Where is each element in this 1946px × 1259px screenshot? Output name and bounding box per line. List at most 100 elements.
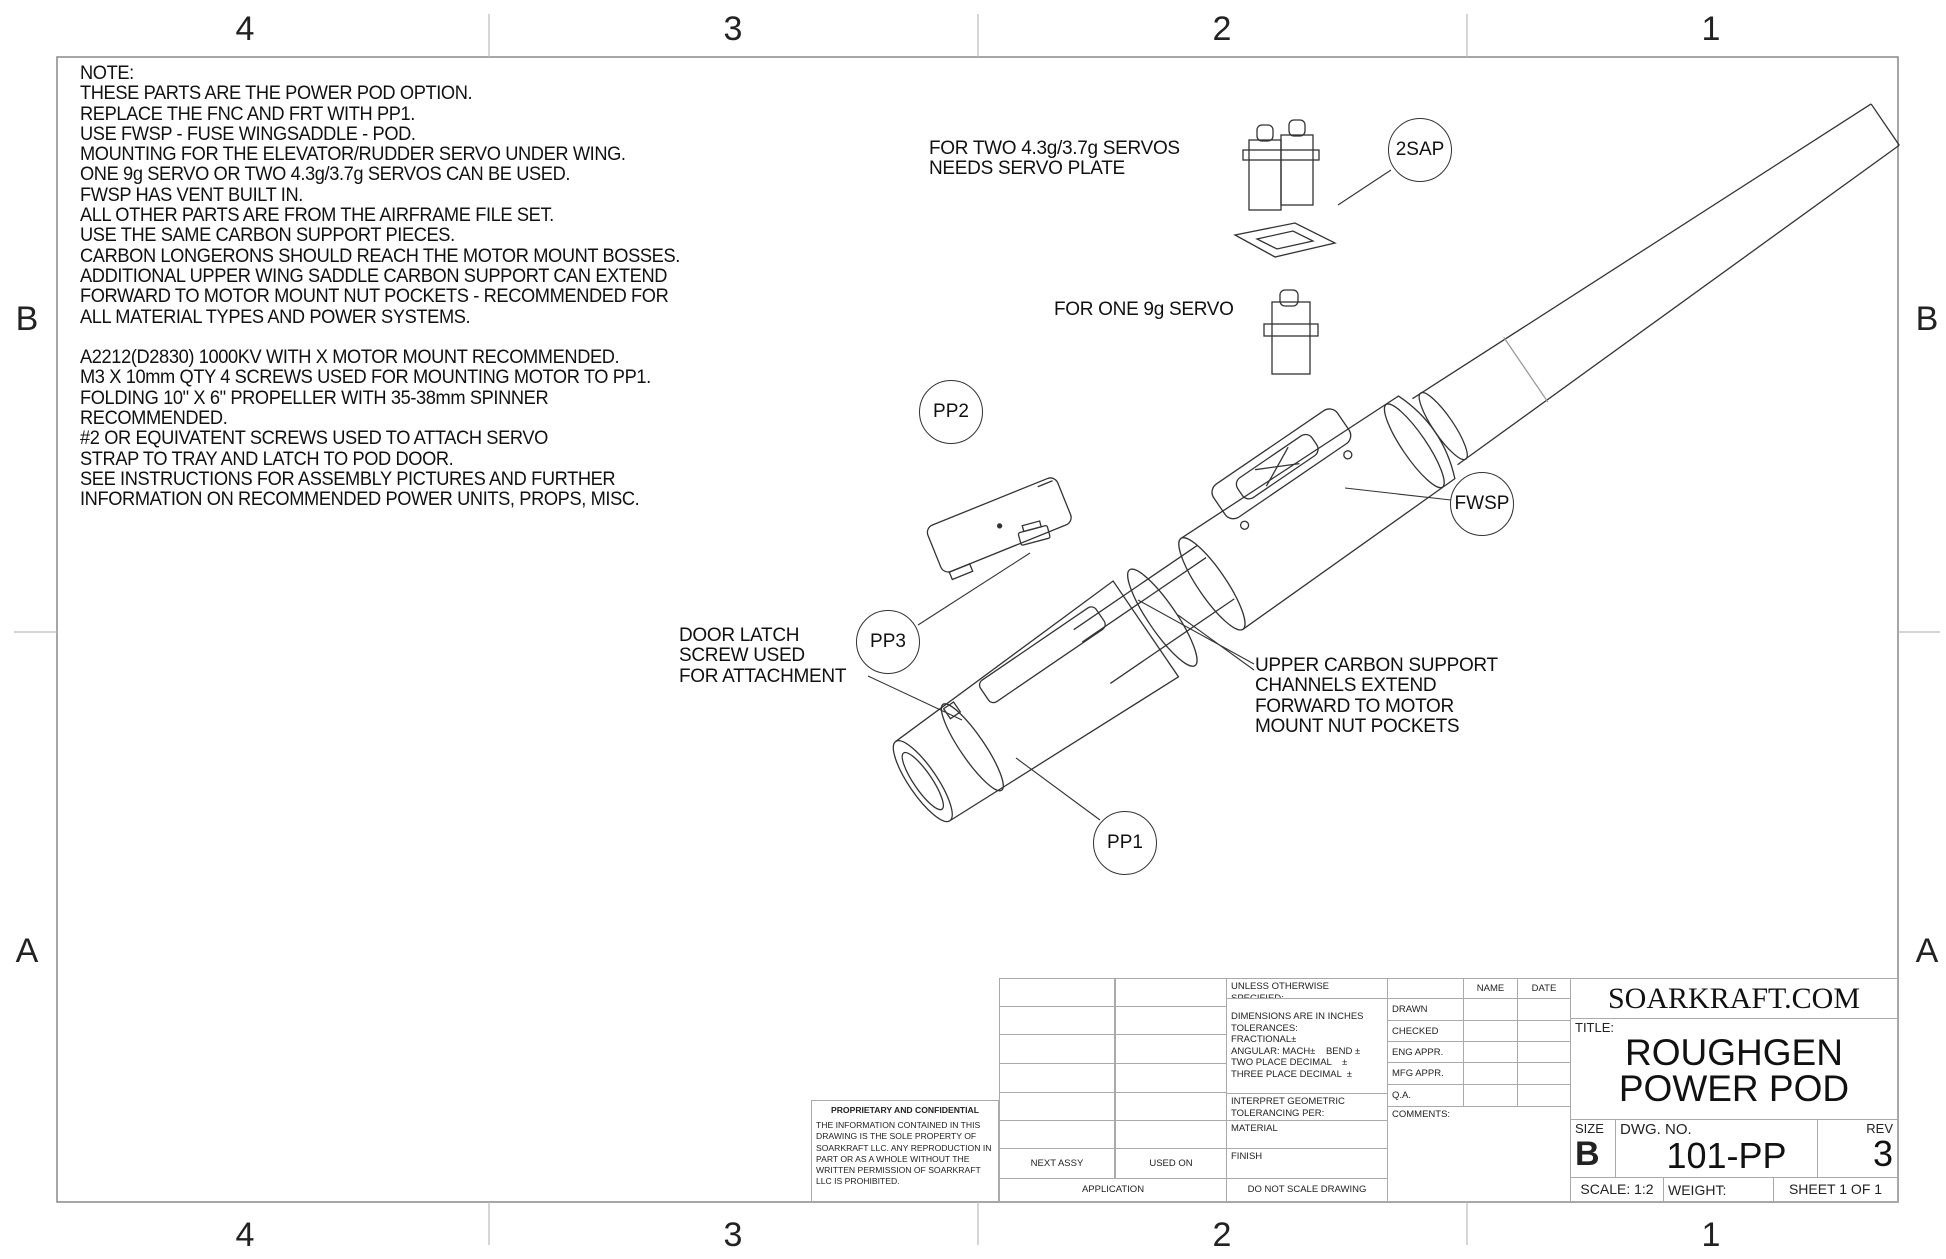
used-on-label: USED ON	[1115, 1148, 1227, 1179]
signature-blank-cell	[1463, 1041, 1518, 1063]
pp1-nose-pod	[892, 580, 1180, 823]
zone-col-4-bottom: 4	[235, 1216, 255, 1254]
blank-cell	[999, 1092, 1115, 1121]
dwg-no-value: 101-PP	[1666, 1135, 1787, 1176]
two-servo-plate	[1233, 119, 1337, 258]
title-label: TITLE:	[1575, 1020, 1615, 1035]
note-line: ADDITIONAL UPPER WING SADDLE CARBON SUPP…	[80, 265, 668, 287]
note-line: REPLACE THE FNC AND FRT WITH PP1.	[80, 103, 415, 125]
note-line: RECOMMENDED.	[80, 408, 228, 430]
signature-blank-cell	[1463, 1062, 1518, 1085]
note-line: #2 OR EQUIVATENT SCREWS USED TO ATTACH S…	[80, 428, 548, 450]
note-line: STRAP TO TRAY AND LATCH TO POD DOOR.	[80, 448, 454, 470]
zone-col-3-bottom: 3	[723, 1216, 743, 1254]
material-label: MATERIAL	[1226, 1120, 1388, 1149]
company-name: SOARKRAFT.COM	[1570, 978, 1898, 1019]
proprietary-notice: PROPRIETARY AND CONFIDENTIAL THE INFORMA…	[811, 1100, 999, 1202]
leader-lines	[867, 169, 1452, 821]
next-assy-label: NEXT ASSY	[999, 1148, 1115, 1179]
door-latch-note: DOOR LATCH SCREW USED FOR ATTACHMENT	[679, 625, 847, 687]
name-header: NAME	[1463, 978, 1518, 999]
balloon-pp2: PP2	[919, 380, 983, 444]
note-line: A2212(D2830) 1000KV WITH X MOTOR MOUNT R…	[80, 347, 620, 369]
note-line: FWSP HAS VENT BUILT IN.	[80, 184, 303, 206]
size-label: SIZE	[1575, 1121, 1604, 1136]
zone-row-a-left: A	[15, 932, 39, 970]
drawing-title: ROUGHGEN POWER POD	[1618, 1032, 1850, 1109]
rev-label: REV	[1866, 1121, 1893, 1136]
blank-cell	[1115, 978, 1227, 1007]
carbon-supports	[1073, 544, 1235, 684]
unless-specified-label: UNLESS OTHERWISE SPECIFIED:	[1226, 978, 1388, 999]
signature-blank-cell	[1517, 998, 1571, 1021]
single-servo	[1263, 289, 1319, 375]
one-servo-note: FOR ONE 9g SERVO	[1054, 299, 1234, 320]
tolerances-text: DIMENSIONS ARE IN INCHES TOLERANCES: FRA…	[1226, 998, 1388, 1094]
proprietary-body: THE INFORMATION CONTAINED IN THIS DRAWIN…	[816, 1120, 992, 1187]
tail-boom	[1412, 103, 1900, 466]
comments-label: COMMENTS:	[1387, 1106, 1571, 1202]
note-line: USE THE SAME CARBON SUPPORT PIECES.	[80, 225, 455, 247]
blank-cell	[1115, 1092, 1227, 1121]
title-cell: TITLE: ROUGHGEN POWER POD	[1570, 1018, 1898, 1120]
signature-role-label: MFG APPR.	[1387, 1062, 1464, 1085]
note-line: SEE INSTRUCTIONS FOR ASSEMBLY PICTURES A…	[80, 468, 616, 490]
note-line: ALL MATERIAL TYPES AND POWER SYSTEMS.	[80, 306, 471, 328]
zone-row-b-left: B	[15, 300, 39, 338]
note-line: THESE PARTS ARE THE POWER POD OPTION.	[80, 83, 473, 105]
pp3-latch	[1017, 520, 1051, 546]
application-label: APPLICATION	[999, 1178, 1227, 1202]
note-line: FORWARD TO MOTOR MOUNT NUT POCKETS - REC…	[80, 286, 669, 308]
blank-cell	[999, 978, 1115, 1007]
balloon-pp1: PP1	[1093, 811, 1157, 875]
zone-col-4: 4	[235, 10, 255, 48]
dwg-no-label: DWG. NO.	[1620, 1121, 1692, 1138]
notes-block: NOTE:THESE PARTS ARE THE POWER POD OPTIO…	[80, 63, 680, 511]
blank-cell	[1115, 1120, 1227, 1149]
signature-role-label: CHECKED	[1387, 1020, 1464, 1042]
notes-heading: NOTE:	[80, 63, 134, 84]
blank-cell	[999, 1063, 1115, 1093]
balloon-pp3: PP3	[856, 610, 920, 674]
pp2-door	[926, 477, 1072, 581]
power-pod-assembly	[892, 103, 1900, 823]
zone-col-3: 3	[723, 10, 743, 48]
two-servos-note: FOR TWO 4.3g/3.7g SERVOS NEEDS SERVO PLA…	[929, 138, 1180, 180]
scale-label: SCALE: 1:2	[1570, 1177, 1664, 1202]
size-cell: SIZE B	[1570, 1119, 1616, 1178]
note-line: ALL OTHER PARTS ARE FROM THE AIRFRAME FI…	[80, 205, 554, 227]
rev-value: 3	[1872, 1133, 1893, 1174]
blank-cell	[999, 1006, 1115, 1035]
proprietary-heading: PROPRIETARY AND CONFIDENTIAL	[830, 1105, 979, 1115]
zone-col-2: 2	[1212, 10, 1232, 48]
note-line: FOLDING 10" X 6" PROPELLER WITH 35-38mm …	[80, 387, 549, 409]
signature-blank-cell	[1517, 1041, 1571, 1063]
rev-cell: REV 3	[1817, 1119, 1898, 1178]
zone-row-a-right: A	[1915, 932, 1939, 970]
balloon-2sap: 2SAP	[1388, 118, 1452, 182]
carbon-support-note: UPPER CARBON SUPPORT CHANNELS EXTEND FOR…	[1255, 655, 1498, 737]
blank-cell	[999, 1034, 1115, 1064]
date-header: DATE	[1517, 978, 1571, 999]
note-line: MOUNTING FOR THE ELEVATOR/RUDDER SERVO U…	[80, 144, 626, 166]
note-line: ONE 9g SERVO OR TWO 4.3g/3.7g SERVOS CAN…	[80, 164, 571, 186]
blank-cell	[1115, 1034, 1227, 1064]
note-line: INFORMATION ON RECOMMENDED POWER UNITS, …	[80, 489, 640, 511]
fwsp-wing-saddle	[1178, 395, 1456, 631]
note-line: M3 X 10mm QTY 4 SCREWS USED FOR MOUNTING…	[80, 367, 651, 389]
interpret-tolerancing-label: INTERPRET GEOMETRIC TOLERANCING PER:	[1226, 1093, 1388, 1121]
blank-cell	[1115, 1006, 1227, 1035]
signature-blank-cell	[1463, 998, 1518, 1021]
sheet-label: SHEET 1 OF 1	[1773, 1177, 1898, 1202]
signature-blank-cell	[1463, 1020, 1518, 1042]
zone-col-2-bottom: 2	[1212, 1216, 1232, 1254]
signature-blank-cell	[1463, 1084, 1518, 1107]
balloon-fwsp: FWSP	[1450, 472, 1514, 536]
blank-cell	[999, 1120, 1115, 1149]
signature-blank-cell	[1517, 1020, 1571, 1042]
dwg-no-cell: DWG. NO. 101-PP	[1615, 1119, 1818, 1178]
zone-col-1-bottom: 1	[1701, 1216, 1721, 1254]
note-line: CARBON LONGERONS SHOULD REACH THE MOTOR …	[80, 245, 680, 267]
